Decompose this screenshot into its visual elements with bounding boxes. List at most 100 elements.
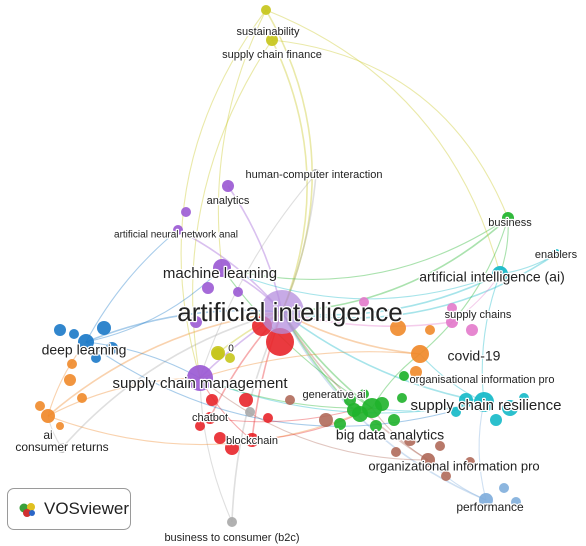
node-label[interactable]: performance (455, 499, 525, 516)
node-label[interactable]: supply chain management (111, 374, 289, 394)
network-node[interactable] (106, 342, 118, 354)
network-node-covid-19[interactable] (411, 345, 429, 363)
node-label[interactable]: artificial neural network anal (113, 228, 239, 242)
network-node[interactable] (54, 324, 66, 336)
node-label[interactable]: artificial intelligence (176, 296, 404, 329)
network-node-generative-ai[interactable] (347, 403, 361, 417)
network-node[interactable] (359, 389, 369, 399)
node-label[interactable]: supply chain resilience (409, 396, 562, 416)
network-node[interactable] (447, 303, 457, 313)
network-node[interactable] (69, 329, 79, 339)
network-node[interactable] (334, 418, 346, 430)
network-node[interactable] (435, 441, 445, 451)
node-label[interactable]: supply chains (443, 308, 513, 323)
network-node[interactable] (441, 471, 451, 481)
network-node[interactable] (181, 207, 191, 217)
node-label[interactable]: deep learning (40, 340, 127, 359)
node-label[interactable]: machine learning (162, 264, 279, 284)
network-node-supply-chain-finance[interactable] (266, 34, 278, 46)
network-node[interactable] (391, 447, 401, 457)
network-node[interactable] (397, 393, 407, 403)
network-node-machine-learning[interactable] (213, 259, 231, 277)
network-node[interactable] (225, 441, 239, 455)
network-node-supply-chain-resilience[interactable] (474, 392, 494, 412)
network-node[interactable] (245, 407, 255, 417)
network-node-0[interactable] (211, 346, 225, 360)
network-node-supply-chains[interactable] (446, 316, 458, 328)
node-label[interactable]: generative ai (301, 388, 367, 403)
network-node[interactable] (56, 422, 64, 430)
network-node[interactable] (425, 325, 435, 335)
network-node-sustainability[interactable] (261, 5, 271, 15)
network-node[interactable] (370, 420, 382, 432)
node-label[interactable]: business to consumer (b2c) (163, 531, 301, 546)
network-node-deep-learning[interactable] (78, 334, 94, 350)
network-node-consumer-returns[interactable] (57, 443, 67, 453)
network-node[interactable] (502, 400, 518, 416)
network-node[interactable] (511, 497, 521, 507)
network-node[interactable] (97, 321, 111, 335)
network-node[interactable] (285, 395, 295, 405)
network-node[interactable] (519, 393, 529, 403)
node-label[interactable]: organisational information pro (408, 373, 555, 388)
node-label[interactable]: ai (42, 427, 54, 444)
network-node[interactable] (77, 393, 87, 403)
network-node[interactable] (404, 434, 416, 446)
network-node[interactable] (465, 457, 475, 467)
network-node-business[interactable] (502, 212, 514, 224)
node-label[interactable]: 0 (227, 342, 236, 356)
network-node[interactable] (410, 366, 422, 378)
network-node[interactable] (214, 432, 226, 444)
node-label[interactable]: business (487, 216, 533, 231)
network-node[interactable] (266, 328, 294, 356)
network-node[interactable] (451, 407, 461, 417)
network-node-analytics[interactable] (222, 180, 234, 192)
network-node-big-data-analytics[interactable] (362, 398, 382, 418)
network-node[interactable] (239, 393, 253, 407)
network-node[interactable] (225, 353, 235, 363)
network-node[interactable] (390, 320, 406, 336)
node-label[interactable]: enablers (534, 248, 579, 263)
network-node[interactable] (499, 483, 509, 493)
network-node-artificial-intelligence[interactable] (260, 290, 304, 334)
network-node-blockchain[interactable] (245, 433, 259, 447)
network-node[interactable] (344, 394, 356, 406)
network-node-supply-chain-management[interactable] (187, 365, 213, 391)
network-node-artificial-neural-network-anal[interactable] (173, 225, 183, 235)
network-node[interactable] (359, 297, 369, 307)
network-node-organizational-information-pro[interactable] (421, 453, 435, 467)
node-label[interactable]: sustainability (235, 25, 301, 40)
network-node[interactable] (459, 393, 473, 407)
network-node[interactable] (67, 359, 77, 369)
network-node-enablers[interactable] (551, 249, 561, 259)
network-node-performance[interactable] (479, 493, 493, 507)
network-node[interactable] (190, 316, 202, 328)
network-node-organisational-information-pro[interactable] (399, 371, 409, 381)
network-node[interactable] (490, 414, 502, 426)
network-node[interactable] (388, 414, 400, 426)
node-label[interactable]: analytics (205, 194, 251, 209)
network-node[interactable] (195, 421, 205, 431)
network-node[interactable] (202, 282, 214, 294)
network-node-ai[interactable] (41, 409, 55, 423)
node-label[interactable]: covid-19 (446, 346, 502, 365)
node-label[interactable]: consumer returns (14, 439, 110, 456)
node-label[interactable]: artificial intelligence (ai) (418, 267, 566, 286)
node-label[interactable]: big data analytics (335, 425, 446, 444)
network-node[interactable] (35, 401, 45, 411)
network-node-business-to-consumer-b2c[interactable] (227, 517, 237, 527)
node-label[interactable]: organizational information pro (367, 457, 541, 475)
node-label[interactable]: supply chain finance (221, 48, 323, 63)
node-label[interactable]: human-computer interaction (244, 168, 383, 183)
node-label[interactable]: blockchain (225, 434, 279, 449)
network-node[interactable] (64, 374, 76, 386)
network-node[interactable] (233, 287, 243, 297)
network-node[interactable] (466, 324, 478, 336)
network-node-chatbot[interactable] (204, 412, 216, 424)
network-node[interactable] (206, 394, 218, 406)
network-node[interactable] (91, 353, 101, 363)
network-node-artificial-intelligence-ai[interactable] (492, 266, 508, 282)
network-node[interactable] (263, 413, 273, 423)
